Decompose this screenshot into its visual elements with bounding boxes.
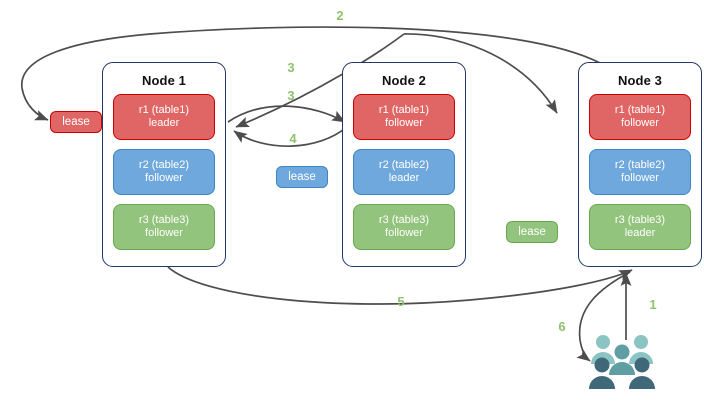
replica-role: follower [621,172,659,184]
step-label-5: 5 [397,294,405,309]
replica-r2[interactable]: r2 (table2) follower [589,149,691,195]
replica-name: r1 (table1) [614,103,666,116]
node-title: Node 2 [382,73,426,88]
replica-role: follower [621,117,659,129]
replica-r2[interactable]: r2 (table2) leader [353,149,455,195]
replica-name: r1 (table1) [138,103,190,116]
replica-name: r1 (table1) [378,103,430,116]
replica-r3[interactable]: r3 (table3) follower [353,204,455,250]
replica-name: r2 (table2) [138,158,190,171]
step-label-3b: 3 [287,88,295,103]
lease-chip-red[interactable]: lease [50,111,102,133]
replica-name: r3 (table3) [614,213,666,226]
step-label-4: 4 [289,131,297,146]
replica-list: r1 (table1) follower r2 (table2) followe… [579,94,701,250]
people-group-icon [589,335,655,389]
replica-name: r3 (table3) [138,213,190,226]
replica-role: follower [145,227,183,239]
step-label-1: 1 [649,297,657,312]
replica-r1[interactable]: r1 (table1) follower [353,94,455,140]
step-label-2: 2 [336,8,344,23]
replica-r3[interactable]: r3 (table3) follower [113,204,215,250]
replica-r2[interactable]: r2 (table2) follower [113,149,215,195]
replica-list: r1 (table1) follower r2 (table2) leader … [343,94,465,250]
replica-name: r2 (table2) [378,158,430,171]
replica-r1[interactable]: r1 (table1) leader [113,94,215,140]
replica-role: follower [385,227,423,239]
replica-r3[interactable]: r3 (table3) leader [589,204,691,250]
replica-name: r3 (table3) [378,213,430,226]
node-card-node1: Node 1 r1 (table1) leader r2 (table2) fo… [102,62,226,267]
node-title: Node 1 [142,73,186,88]
node-card-node3: Node 3 r1 (table1) follower r2 (table2) … [578,62,702,267]
replica-name: r2 (table2) [614,158,666,171]
replica-list: r1 (table1) leader r2 (table2) follower … [103,94,225,250]
replica-role: follower [145,172,183,184]
step-label-6: 6 [558,319,566,334]
step-label-3a: 3 [287,60,295,75]
replica-role: leader [148,117,180,129]
replica-r1[interactable]: r1 (table1) follower [589,94,691,140]
replica-role: leader [388,172,420,184]
lease-chip-blue[interactable]: lease [276,166,328,188]
arrow-step-3-mid [227,105,346,123]
replica-role: leader [624,227,656,239]
node-title: Node 3 [618,73,662,88]
lease-chip-green[interactable]: lease [506,221,558,243]
replica-role: follower [385,117,423,129]
node-card-node2: Node 2 r1 (table1) follower r2 (table2) … [342,62,466,267]
